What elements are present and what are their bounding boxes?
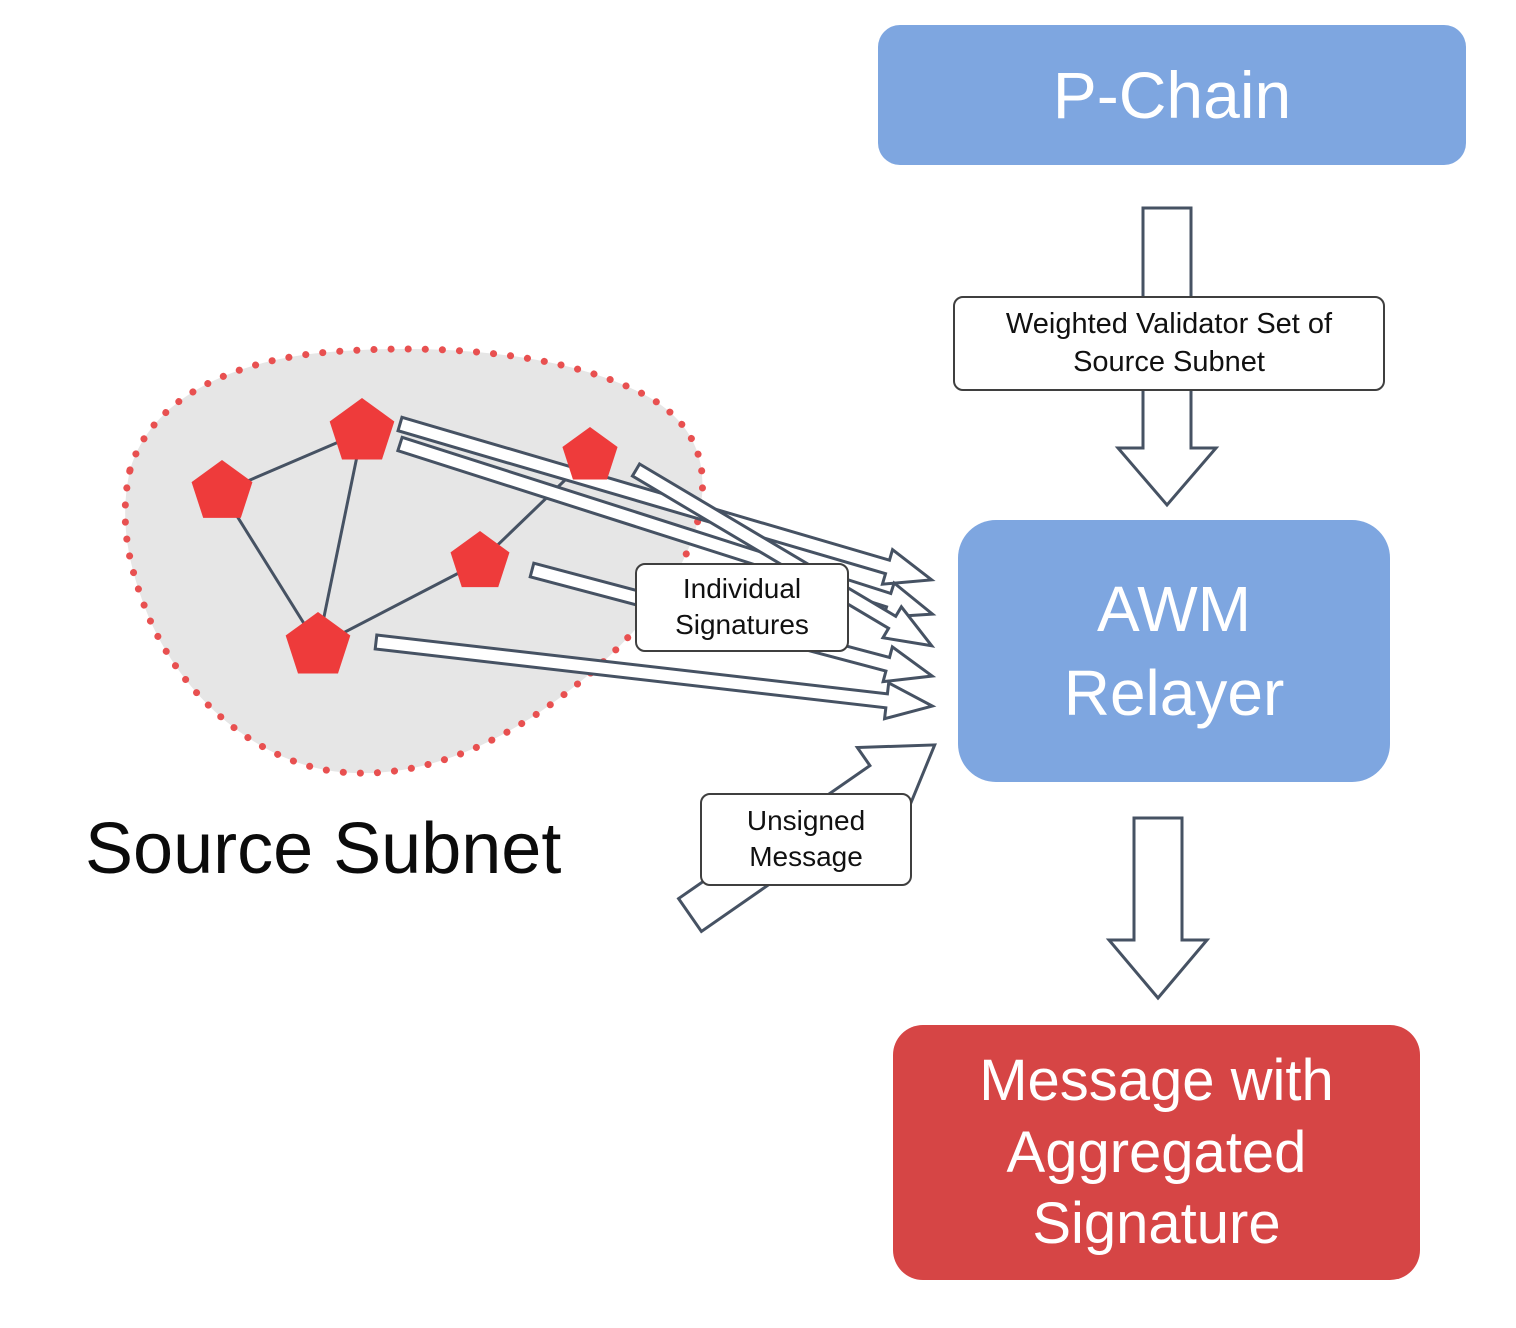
edge-a-e: [316, 431, 364, 647]
awm-relayer-label: AWM Relayer: [1063, 572, 1285, 729]
p-chain-node: P-Chain: [878, 25, 1466, 165]
signature-arrow-3: [630, 461, 936, 648]
message-aggregated-node: Message with Aggregated Signature: [893, 1025, 1420, 1280]
message-aggregated-label: Message with Aggregated Signature: [979, 1047, 1334, 1257]
p-chain-label: P-Chain: [1052, 58, 1292, 132]
unsigned-message-text: Unsigned Message: [746, 805, 866, 873]
individual-signatures-text: Individual Signatures: [675, 573, 809, 641]
subnet-blob: [125, 349, 703, 774]
source-subnet-title: Source Subnet: [85, 809, 562, 889]
individual-signatures-label: Individual Signatures: [635, 563, 849, 652]
signature-arrow-5: [373, 633, 937, 721]
weighted-validator-set-label: Weighted Validator Set of Source Subnet: [953, 296, 1385, 392]
unsigned-message-label: Unsigned Message: [700, 793, 912, 886]
awm-relayer-node: AWM Relayer: [958, 520, 1390, 782]
relayer-to-message-arrow: [1105, 816, 1211, 1001]
weighted-validator-set-text: Weighted Validator Set of Source Subnet: [1005, 308, 1333, 378]
signature-arrow-1: [396, 415, 936, 586]
